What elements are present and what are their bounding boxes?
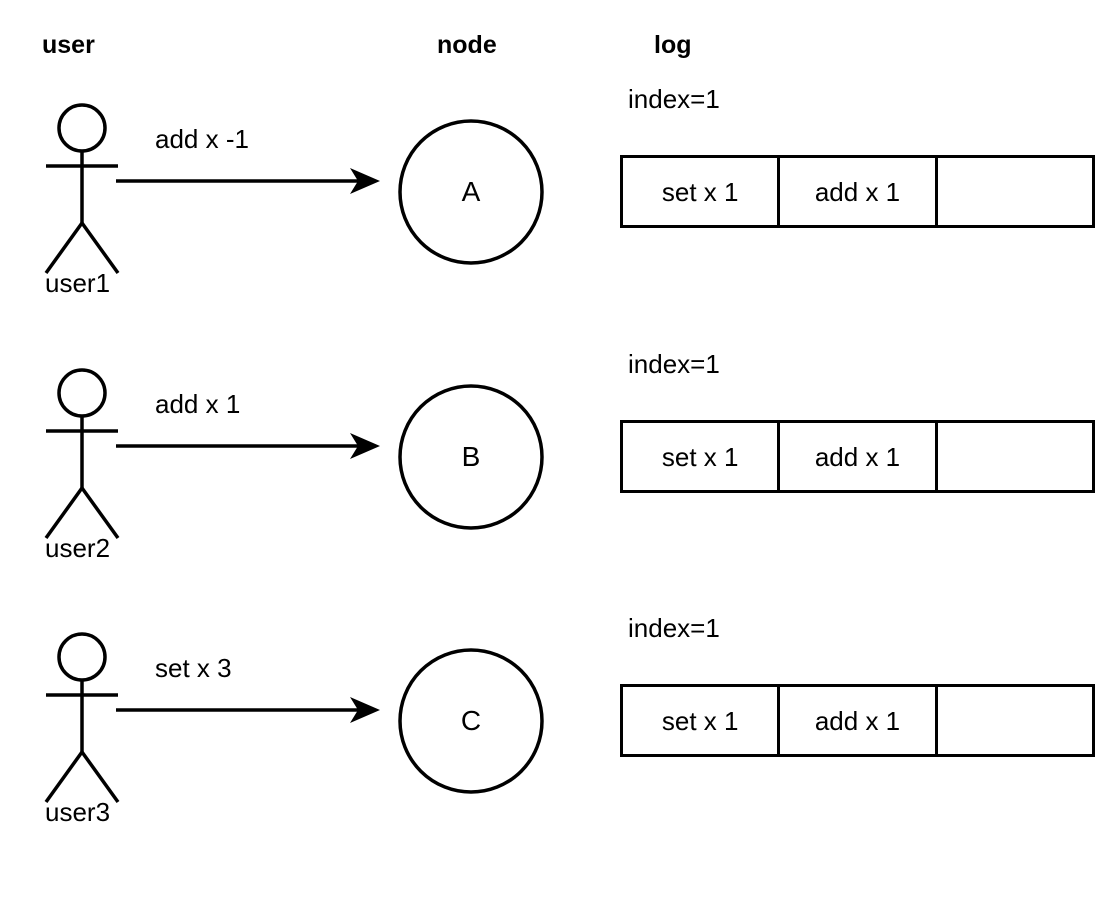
diagram-row: user2 add x 1 B index=1 set x 1 add x 1 [0, 343, 1118, 608]
node-label: C [460, 705, 482, 736]
message-arrow [112, 695, 392, 725]
actor-figure: user2 [30, 343, 170, 583]
diagram-row: user3 set x 3 C index=1 set x 1 add x 1 [0, 607, 1118, 872]
log-table: set x 1 add x 1 [620, 420, 1095, 493]
right-arrow-icon [116, 433, 380, 459]
actor-label: user1 [45, 268, 111, 298]
node-circle: A [397, 118, 545, 266]
stick-figure-icon [44, 632, 120, 804]
log-entry-cell: add x 1 [780, 423, 938, 490]
log-entry-cell-empty [938, 158, 1092, 225]
message-arrow [112, 166, 392, 196]
message-label: add x 1 [155, 389, 241, 419]
log-entry-cell: set x 1 [623, 423, 781, 490]
actor-label: user3 [45, 797, 111, 827]
circle-node-icon [398, 648, 544, 794]
stick-figure-icon [44, 368, 120, 540]
log-index-label: index=1 [628, 84, 720, 114]
circle-node-icon [398, 119, 544, 265]
column-header-log: log [654, 31, 692, 59]
log-entry-cell-empty [938, 423, 1092, 490]
message-arrow [112, 431, 392, 461]
log-index-label: index=1 [628, 613, 720, 643]
column-header-node: node [437, 31, 497, 59]
circle-node-icon [398, 384, 544, 530]
log-entry-cell: add x 1 [780, 687, 938, 754]
node-label: A [461, 176, 481, 207]
log-entry-cell-empty [938, 687, 1092, 754]
log-entry-cell: set x 1 [623, 158, 781, 225]
actor-figure: user1 [30, 78, 170, 318]
right-arrow-icon [116, 697, 380, 723]
actor-figure: user3 [30, 607, 170, 847]
node-label: B [461, 441, 481, 472]
node-circle: C [397, 647, 545, 795]
message-label: set x 3 [155, 653, 232, 683]
log-entry-cell: add x 1 [780, 158, 938, 225]
log-index-label: index=1 [628, 349, 720, 379]
right-arrow-icon [116, 168, 380, 194]
actor-label: user2 [45, 533, 111, 563]
stick-figure-icon [44, 103, 120, 275]
log-table: set x 1 add x 1 [620, 155, 1095, 228]
log-entry-cell: set x 1 [623, 687, 781, 754]
message-label: add x -1 [155, 124, 249, 154]
node-circle: B [397, 383, 545, 531]
column-header-user: user [42, 31, 95, 59]
diagram-row: user1 add x -1 A index=1 set x 1 add x 1 [0, 78, 1118, 343]
log-table: set x 1 add x 1 [620, 684, 1095, 757]
